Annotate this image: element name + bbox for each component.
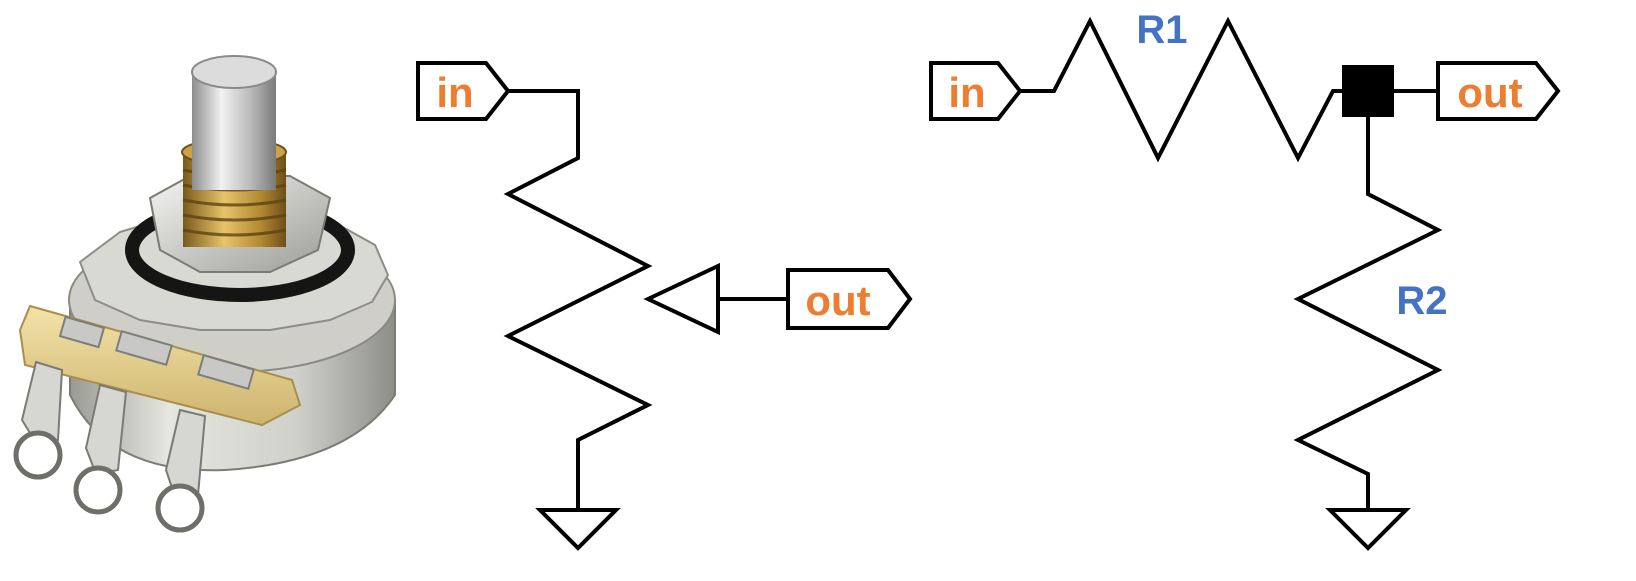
out-port-flag bbox=[1436, 61, 1561, 121]
r1-label: R1 bbox=[1136, 8, 1187, 52]
r2-label: R2 bbox=[1396, 279, 1447, 323]
in-port-flag bbox=[416, 61, 511, 121]
voltage-divider-schematic: in R1 out R2 bbox=[929, 8, 1561, 551]
wiper-arrow bbox=[643, 262, 720, 336]
shaft bbox=[192, 72, 276, 190]
in-port-label: in bbox=[948, 69, 985, 116]
resistor-r1 bbox=[1020, 16, 1368, 163]
junction-node bbox=[1342, 65, 1394, 117]
in-port-label: in bbox=[436, 69, 473, 116]
potentiometer-photo bbox=[13, 55, 396, 533]
out-port-label: out bbox=[805, 277, 870, 324]
lug-holes bbox=[13, 430, 205, 533]
shaft-end bbox=[191, 55, 277, 89]
resistor-r2 bbox=[1293, 91, 1443, 510]
ground-icon bbox=[535, 508, 621, 551]
solder-pads bbox=[58, 315, 255, 391]
ground-icon bbox=[1325, 508, 1411, 551]
solder-lugs bbox=[20, 360, 207, 502]
potentiometer-schematic: in out bbox=[416, 61, 913, 551]
potentiometer-resistor bbox=[503, 89, 653, 510]
out-port-flag bbox=[786, 268, 913, 330]
out-port-label: out bbox=[1457, 69, 1522, 116]
in-port-flag bbox=[929, 61, 1023, 121]
